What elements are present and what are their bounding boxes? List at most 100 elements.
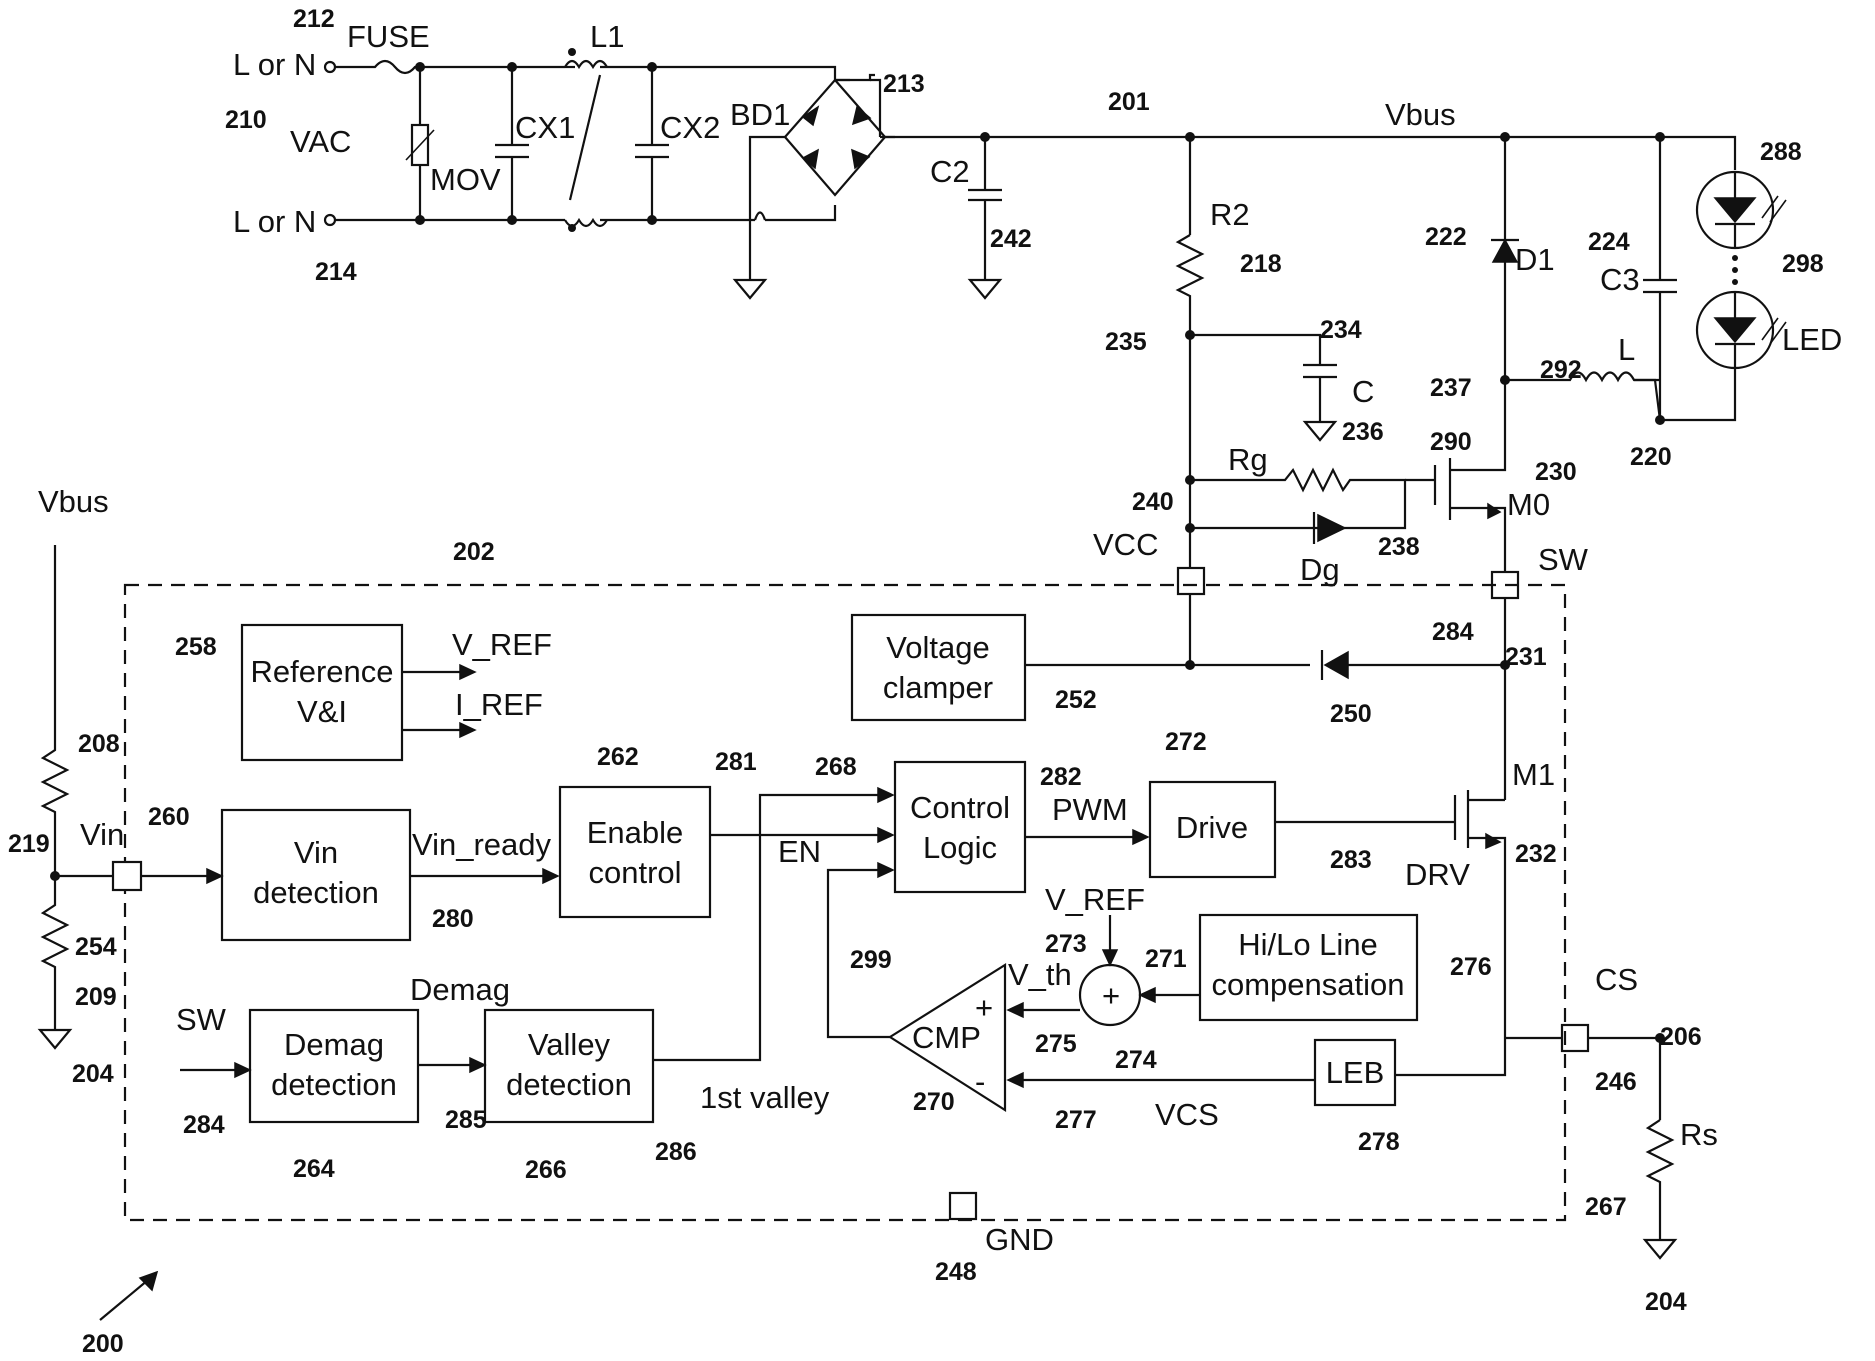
- ref-222: 222: [1425, 223, 1467, 251]
- label-rs: Rs: [1680, 1117, 1718, 1152]
- enable-control-block: [560, 787, 710, 917]
- ref-210: 210: [225, 106, 267, 134]
- ref-250: 250: [1330, 700, 1372, 728]
- terminal-bottom: [325, 215, 335, 225]
- vin-pin: [113, 862, 141, 890]
- ref-230: 230: [1535, 458, 1577, 486]
- ref-213: 213: [883, 70, 925, 98]
- ref-292: 292: [1540, 356, 1582, 384]
- label-m1: M1: [1512, 757, 1555, 792]
- ref-220: 220: [1630, 443, 1672, 471]
- control-logic-block: [895, 762, 1025, 892]
- ref-274: 274: [1115, 1046, 1157, 1074]
- label-fuse: FUSE: [347, 19, 430, 54]
- block-hilo-line2: compensation: [1211, 967, 1404, 1002]
- ref-231: 231: [1505, 643, 1547, 671]
- label-sw-in: SW: [176, 1002, 227, 1037]
- ref-254: 254: [75, 933, 117, 961]
- ref-275: 275: [1035, 1030, 1077, 1058]
- block-clamper-line1: Voltage: [886, 630, 989, 665]
- block-reference-line1: Reference: [250, 654, 393, 689]
- label-drv: DRV: [1405, 857, 1470, 892]
- block-logic-line2: Logic: [923, 830, 997, 865]
- ref-237: 237: [1430, 374, 1472, 402]
- ref-204-left: 204: [72, 1060, 114, 1088]
- ref-278: 278: [1358, 1128, 1400, 1156]
- label-v-ref-sum: V_REF: [1045, 882, 1145, 917]
- ref-246: 246: [1595, 1068, 1637, 1096]
- block-logic-line1: Control: [910, 790, 1010, 825]
- label-c: C: [1352, 374, 1374, 409]
- label-c3: C3: [1600, 262, 1640, 297]
- label-line-top: L or N: [233, 47, 316, 82]
- label-dg: Dg: [1300, 552, 1340, 587]
- label-vbus-left: Vbus: [38, 484, 109, 519]
- block-valley-line2: detection: [506, 1067, 632, 1102]
- ref-290: 290: [1430, 428, 1472, 456]
- label-cx2: CX2: [660, 110, 720, 145]
- label-cx1: CX1: [515, 110, 575, 145]
- ref-242: 242: [990, 225, 1032, 253]
- ref-272: 272: [1165, 728, 1207, 756]
- ref-214: 214: [315, 258, 357, 286]
- block-leb-line1: LEB: [1326, 1055, 1385, 1090]
- block-vin-line2: detection: [253, 875, 379, 910]
- ref-208: 208: [78, 730, 120, 758]
- ref-206: 206: [1660, 1023, 1702, 1051]
- ref-262: 262: [597, 743, 639, 771]
- ref-258: 258: [175, 633, 217, 661]
- block-valley-line1: Valley: [528, 1027, 611, 1062]
- ref-212: 212: [293, 5, 335, 33]
- ref-280: 280: [432, 905, 474, 933]
- ref-281: 281: [715, 748, 757, 776]
- label-m0: M0: [1507, 487, 1550, 522]
- block-hilo-line1: Hi/Lo Line: [1238, 927, 1378, 962]
- label-mov: MOV: [430, 162, 501, 197]
- bridge-rectifier: [785, 80, 885, 195]
- ref-236: 236: [1342, 418, 1384, 446]
- ref-273: 273: [1045, 930, 1087, 958]
- label-vin-pin: Vin: [80, 817, 124, 852]
- label-vac: VAC: [290, 124, 351, 159]
- block-enable-line1: Enable: [587, 815, 684, 850]
- ref-235: 235: [1105, 328, 1147, 356]
- vcc-pin: [1178, 568, 1204, 594]
- reference-block: [242, 625, 402, 760]
- ref-248: 248: [935, 1258, 977, 1286]
- ref-270: 270: [913, 1088, 955, 1116]
- ref-240: 240: [1132, 488, 1174, 516]
- ref-218: 218: [1240, 250, 1282, 278]
- label-gnd-pin: GND: [985, 1222, 1054, 1257]
- label-inductor: L: [1618, 332, 1635, 367]
- ref-234: 234: [1320, 316, 1362, 344]
- ref-202: 202: [453, 538, 495, 566]
- block-demag-line2: detection: [271, 1067, 397, 1102]
- gnd-pin: [950, 1193, 976, 1219]
- label-led: LED: [1782, 322, 1842, 357]
- ref-284-sw: 284: [1432, 618, 1474, 646]
- label-r2: R2: [1210, 197, 1250, 232]
- ref-284-demag: 284: [183, 1111, 225, 1139]
- label-en: EN: [778, 834, 821, 869]
- block-vin-line1: Vin: [294, 835, 338, 870]
- label-vcc: VCC: [1093, 527, 1158, 562]
- label-d1: D1: [1515, 242, 1555, 277]
- ref-299: 299: [850, 946, 892, 974]
- label-demag-net: Demag: [410, 972, 510, 1007]
- label-bd1: BD1: [730, 97, 790, 132]
- block-clamper-line2: clamper: [883, 670, 993, 705]
- ref-268: 268: [815, 753, 857, 781]
- label-line-bottom: L or N: [233, 204, 316, 239]
- block-demag-line1: Demag: [284, 1027, 384, 1062]
- ref-286: 286: [655, 1138, 697, 1166]
- ref-276: 276: [1450, 953, 1492, 981]
- label-l1: L1: [590, 19, 624, 54]
- label-vcs: VCS: [1155, 1097, 1219, 1132]
- ref-282: 282: [1040, 763, 1082, 791]
- block-drive-line1: Drive: [1176, 810, 1248, 845]
- ref-283: 283: [1330, 846, 1372, 874]
- label-cs-pin: CS: [1595, 962, 1638, 997]
- label-c2: C2: [930, 154, 970, 189]
- ref-277: 277: [1055, 1106, 1097, 1134]
- ref-219: 219: [8, 830, 50, 858]
